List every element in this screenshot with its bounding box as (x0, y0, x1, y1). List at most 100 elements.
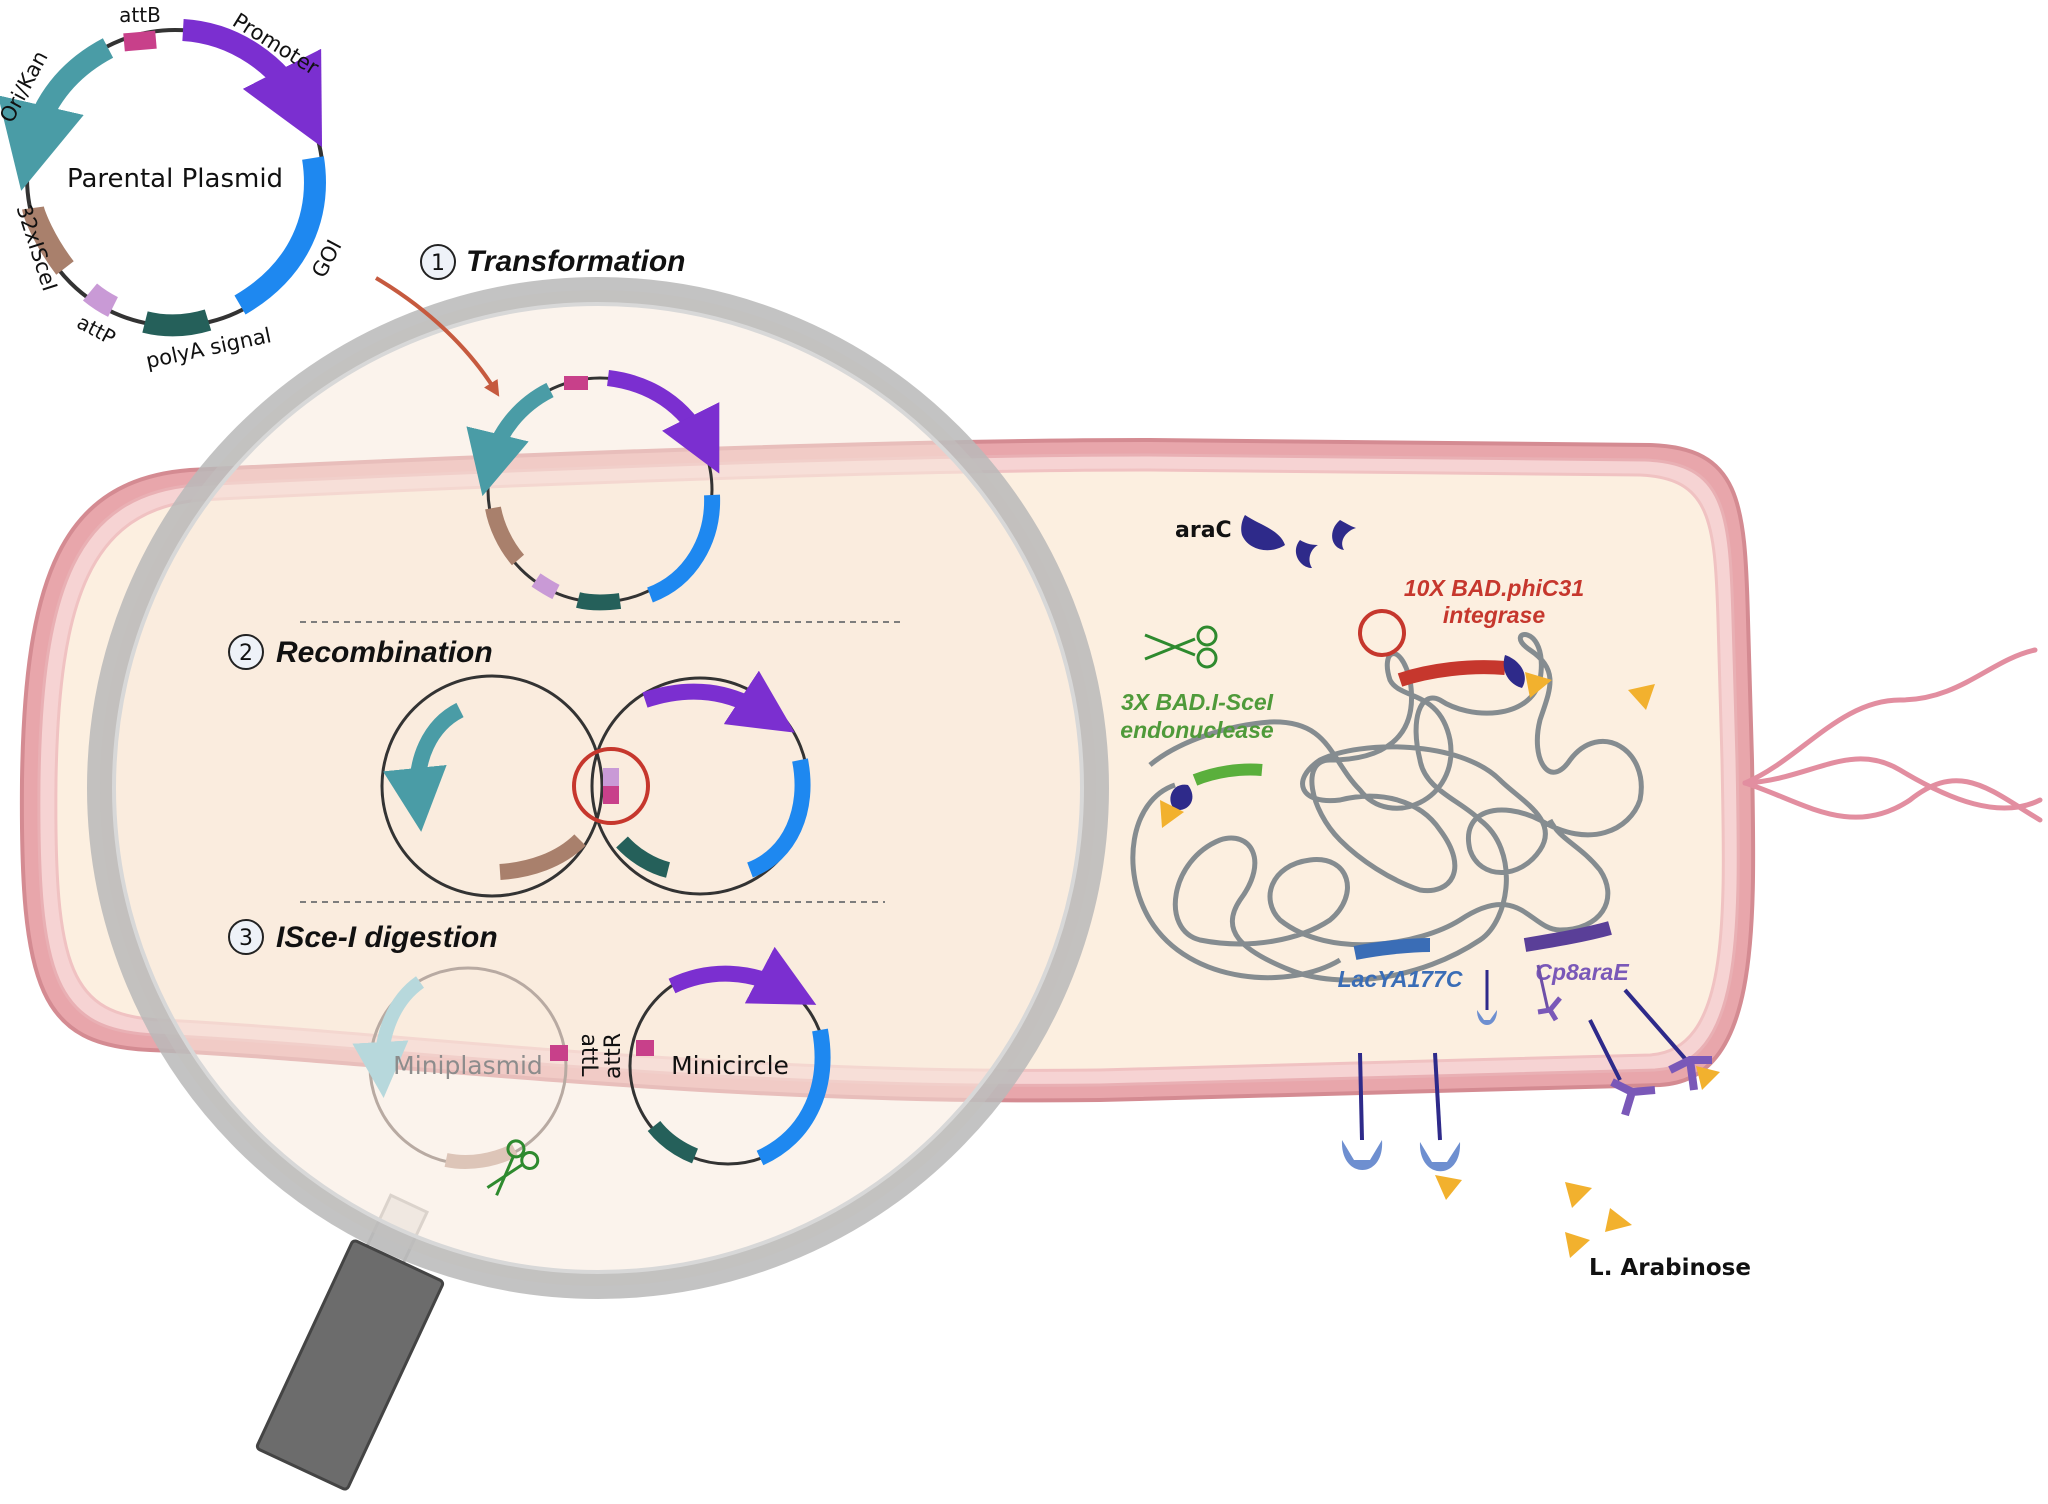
arabinose-ext-1 (1565, 1182, 1592, 1208)
step-2-number: 2 (239, 641, 253, 666)
recomb-ori (382, 702, 464, 832)
lacy-transporter-2 (1419, 1052, 1462, 1200)
bacterial-chromosome (1130, 632, 1644, 983)
minicircle-polya (647, 1120, 699, 1164)
miniplasmid: Miniplasmid attL (352, 966, 601, 1196)
integrated-plasmid-ring (1358, 609, 1406, 657)
transformed-goi (646, 494, 721, 603)
promoter-segment (182, 19, 323, 148)
endonuclease-gene-segment (1192, 763, 1263, 786)
attb-segment (123, 30, 157, 52)
l-arabinose-group: L. Arabinose (1565, 1182, 1751, 1281)
arac-icon-3 (1332, 520, 1356, 550)
flagellum-1 (1742, 647, 2038, 786)
flagellum-2 (1742, 778, 2043, 823)
step-1-number: 1 (431, 251, 445, 276)
arac-icon-1 (1241, 515, 1285, 551)
arabinose-bound-2 (1160, 800, 1184, 828)
arae-gene-segment (1523, 921, 1612, 952)
flagella (1742, 647, 2043, 823)
endonuclease-label-2: endonuclease (1120, 717, 1274, 743)
goi-segment (234, 156, 326, 315)
ori-kan-segment (0, 38, 114, 191)
minicircle-label: Minicircle (671, 1051, 789, 1080)
flagellum-3 (1742, 756, 2043, 811)
transformed-sce (485, 506, 525, 566)
step-3-heading: 3 ISce-I digestion (228, 919, 498, 955)
miniplasmid-ori (352, 976, 425, 1098)
recomb-left-loop (380, 674, 604, 898)
magnifier-handle (255, 1239, 445, 1491)
transformed-ori (466, 382, 554, 497)
polya-segment (142, 309, 212, 337)
chromosome-strand (1148, 632, 1644, 983)
sce-segment (22, 205, 74, 275)
recomb-attp (603, 768, 619, 786)
arae-label: Cp8araE (1535, 959, 1629, 985)
arac-protein-group: araC (1175, 515, 1356, 568)
step-2-heading: 2 Recombination (228, 634, 493, 670)
scissors-icon (486, 1139, 540, 1196)
arac-bound-2 (1170, 784, 1193, 811)
magnifier-lens (87, 277, 1109, 1299)
minicircle-goi (756, 1028, 831, 1166)
arabinose-ext-3 (1565, 1232, 1590, 1258)
transformed-plasmid (466, 370, 721, 611)
magnifier-lens-inner-ring (112, 302, 1084, 1274)
step-3-number: 3 (239, 926, 253, 951)
lacy-label: LacYA177C (1338, 966, 1463, 992)
recomb-sce (499, 834, 586, 880)
step-1-heading: 1 Transformation (420, 244, 685, 280)
attr-label: attR (601, 1033, 626, 1079)
label-attp: attP (73, 310, 120, 350)
transformation-arrow (374, 276, 500, 397)
lacy-transporter-1 (1341, 1052, 1383, 1170)
transformed-promoter (606, 370, 720, 474)
arabinose-at-transporter (1435, 1175, 1462, 1200)
arac-icon-2 (1295, 540, 1318, 568)
step-1-label: Transformation (466, 245, 685, 278)
recombination-figure (380, 670, 811, 898)
miniplasmid-attl (550, 1045, 568, 1061)
recombination-site-ring (572, 747, 650, 825)
minicircle: attR Minicircle (601, 946, 831, 1166)
integrase-label-2: integrase (1443, 602, 1545, 628)
minicircle-attr (636, 1040, 654, 1056)
arabinose-bound-1 (1525, 672, 1552, 698)
magnifying-glass (87, 277, 1109, 1491)
step-2-badge (228, 634, 264, 670)
attp-segment (82, 283, 119, 317)
transformed-attb (564, 376, 588, 390)
parental-plasmid: Parental Plasmid attB Promoter Ori/Kan G… (0, 3, 347, 373)
arae-transporter-1 (1623, 988, 1720, 1091)
arac-bound-1 (1503, 655, 1525, 688)
l-arabinose-label: L. Arabinose (1589, 1255, 1751, 1281)
label-attb: attB (119, 3, 161, 27)
recomb-promoter (642, 670, 795, 733)
arabinose-at-arae (1696, 1066, 1720, 1090)
scissors-icon-cell (1144, 625, 1218, 669)
step-3-label: ISce-I digestion (276, 921, 498, 954)
miniplasmid-label: Miniplasmid (393, 1051, 543, 1080)
integrase-label-1: 10X BAD.phiC31 (1404, 575, 1584, 601)
arabinose-free-1 (1628, 684, 1655, 710)
step-2-label: Recombination (276, 636, 493, 669)
endonuclease-label-1: 3X BAD.I-SceI (1121, 689, 1274, 715)
recomb-goi (746, 758, 811, 878)
arac-label: araC (1175, 518, 1232, 543)
minicircle-promoter (668, 946, 817, 1005)
chromosome-loop-left (1130, 782, 1342, 981)
arae-transporter-2 (1588, 1019, 1656, 1117)
attl-label: attL (576, 1034, 601, 1078)
transformed-polya (576, 592, 622, 611)
transformed-attp (531, 573, 560, 600)
step-3-badge (228, 919, 264, 955)
recomb-polya (616, 836, 671, 878)
lacy-transporter-small (1477, 970, 1497, 1025)
parental-plasmid-title: Parental Plasmid (67, 164, 283, 194)
arabinose-ext-2 (1605, 1208, 1632, 1232)
step-1-badge (420, 244, 456, 280)
lacy-gene-segment (1353, 938, 1431, 960)
integrase-gene-segment (1397, 660, 1506, 687)
